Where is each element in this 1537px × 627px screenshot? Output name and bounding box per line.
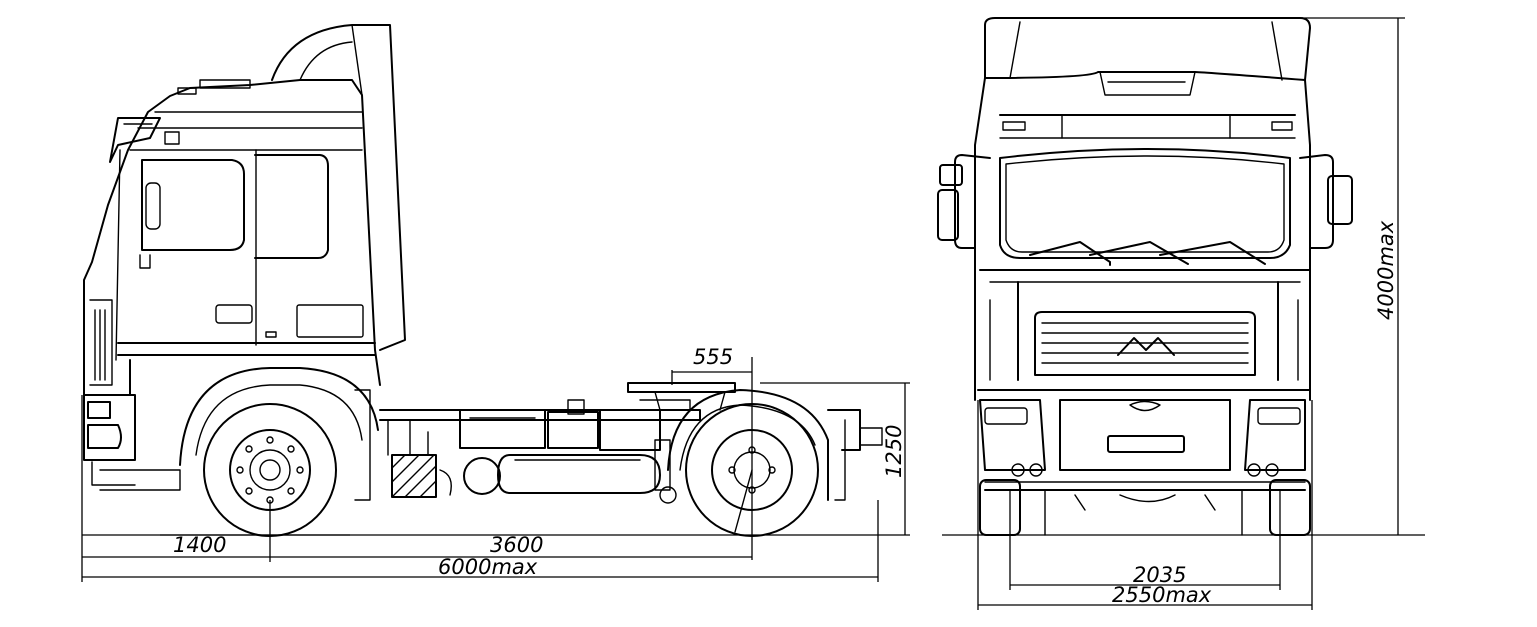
dim-4000max-label: 4000max xyxy=(1374,220,1398,320)
dim-6000max-label: 6000max xyxy=(438,555,538,579)
cab-front xyxy=(937,17,1353,536)
side-dimensions: 555 1250 1400 3600 6000max xyxy=(81,345,910,582)
front-view: 4000max 2035 2550max xyxy=(937,17,1425,610)
cab-body xyxy=(83,24,406,491)
dim-1400-label: 1400 xyxy=(173,533,226,557)
dim-3600-label: 3600 xyxy=(490,533,543,557)
dim-1250-label: 1250 xyxy=(882,425,906,478)
chassis xyxy=(354,382,883,504)
dim-555-label: 555 xyxy=(693,345,733,369)
side-view: 555 1250 1400 3600 6000max xyxy=(81,24,910,582)
dim-2550max-label: 2550max xyxy=(1112,583,1212,607)
dim-2035-label: 2035 xyxy=(1133,563,1186,587)
front-dimensions: 4000max 2035 2550max xyxy=(977,17,1405,610)
